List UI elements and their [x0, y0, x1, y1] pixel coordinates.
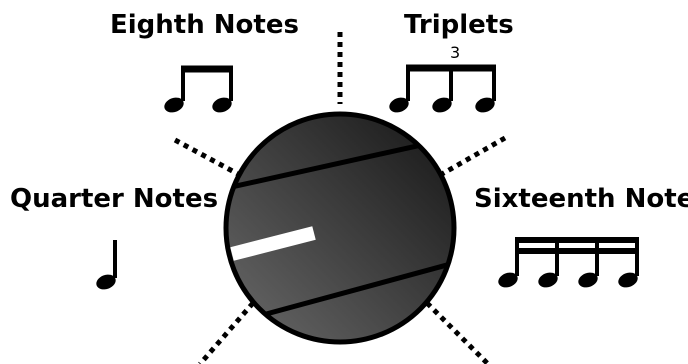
triplet-number: 3: [450, 45, 460, 61]
eighth-notes-icon: [162, 67, 234, 115]
label-sixteenth-notes: Sixteenth Notes: [474, 186, 688, 212]
tick-lower-left: [200, 303, 253, 364]
tick-upper-left: [175, 140, 238, 174]
quarter-note-icon: [94, 240, 118, 292]
selector-knob[interactable]: [200, 114, 480, 342]
triplets-icon: [387, 66, 497, 115]
sixteenth-notes-icon: [496, 238, 640, 290]
label-quarter-notes: Quarter Notes: [10, 186, 218, 212]
tick-upper-right: [442, 138, 505, 174]
label-triplets: Triplets: [404, 12, 514, 38]
tick-lower-right: [427, 303, 488, 364]
label-eighth-notes: Eighth Notes: [110, 12, 299, 38]
